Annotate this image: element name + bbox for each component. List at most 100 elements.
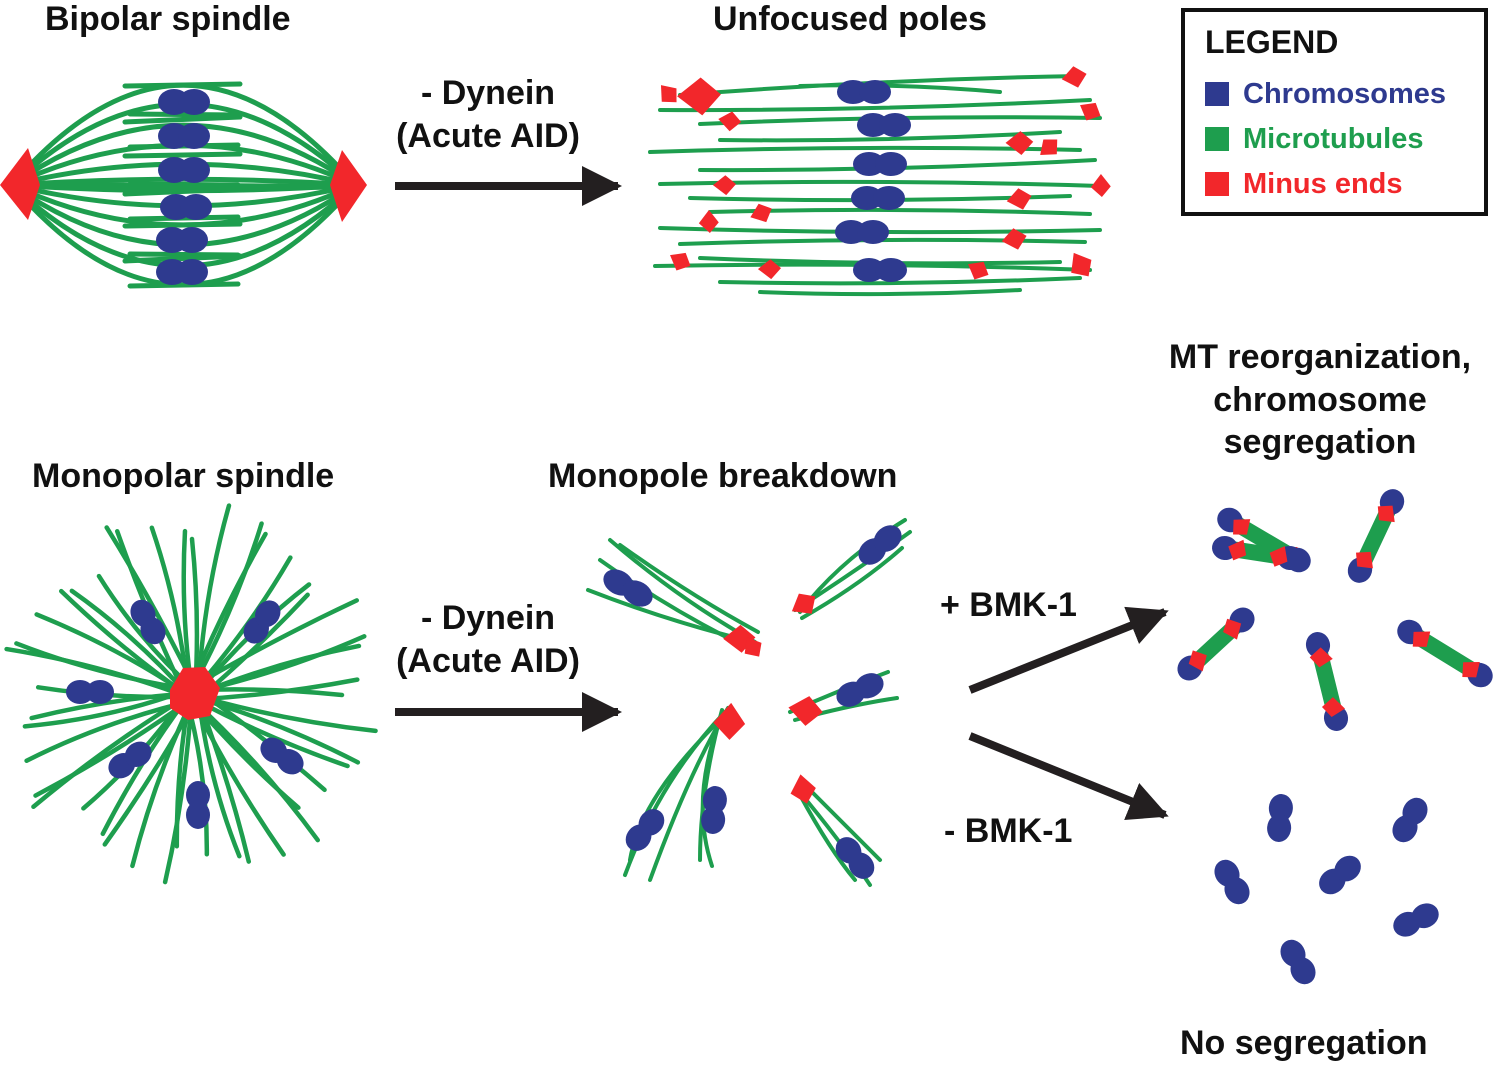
chromosome: [835, 220, 889, 244]
chromatid: [140, 617, 166, 645]
chromosome: [186, 781, 210, 829]
chromosome: [1393, 903, 1439, 937]
chromosome: [1267, 794, 1293, 842]
chromatid: [854, 673, 884, 699]
minus-end-fragment: [1006, 188, 1032, 210]
chromosome: [1392, 797, 1428, 843]
chromatid: [851, 186, 883, 210]
minus-end-fragment: [1412, 631, 1431, 647]
minus-end: [1223, 618, 1242, 640]
minus-end-fragment: [790, 774, 816, 804]
microtubule: [586, 588, 747, 642]
chromatid: [853, 152, 885, 176]
minus-end-fragment: [1061, 66, 1087, 88]
chromosome: [158, 89, 210, 115]
chromosome: [158, 123, 210, 149]
minus-end: [660, 85, 677, 103]
chromosome: [836, 673, 884, 707]
chromosome: [853, 258, 907, 282]
legend-label-minus-ends: Minus ends: [1243, 167, 1403, 200]
monopolar-spindle-illustration: [4, 503, 378, 885]
minus-end-fragment: [757, 259, 782, 280]
bottom-arrow-label-line-1: - Dynein: [420, 599, 556, 637]
minus-end-fragment: [1040, 139, 1058, 156]
minus-end-fragment: [968, 261, 989, 280]
microtubule-swatch: [1205, 127, 1229, 151]
chromatid: [848, 852, 875, 879]
unfocused-poles-title: Unfocused poles: [713, 0, 987, 38]
chromatid: [1402, 797, 1428, 825]
chromosome: [108, 741, 152, 779]
microtubule: [798, 793, 857, 882]
mt-reorganization-title-line-1: MT reorganization,: [1168, 338, 1472, 376]
minus-end: [677, 77, 721, 116]
minus-end-fragment: [1321, 697, 1346, 718]
unfocused-poles-illustration: [648, 66, 1111, 297]
legend-box: LEGEND Chromosomes Microtubules Minus en…: [1181, 8, 1488, 216]
legend-label-microtubules: Microtubules: [1243, 122, 1424, 155]
chromosome: [858, 525, 902, 565]
chromatid: [873, 186, 905, 210]
legend-item-chromosomes: Chromosomes: [1205, 76, 1446, 112]
minus-end-fragment: [660, 85, 677, 103]
minus-end: [790, 774, 816, 804]
microtubule: [658, 98, 1092, 113]
bottom-arrow-label: - Dynein (Acute AID): [388, 597, 588, 682]
monopole-breakdown-illustration: [586, 518, 912, 887]
microtubule: [718, 130, 1062, 143]
mt-reorganization-title-line-3: segregation: [1223, 423, 1417, 461]
plus-bmk1-label: + BMK-1: [940, 586, 1077, 624]
chromatid: [837, 80, 869, 104]
legend-label-chromosomes: Chromosomes: [1243, 77, 1447, 110]
minus-end: [788, 696, 823, 726]
minus-end: [1090, 173, 1111, 198]
chromatid: [124, 741, 152, 767]
minus-end: [1356, 551, 1373, 569]
microtubule: [803, 783, 882, 862]
chromosome: [158, 157, 210, 183]
minus-end: [713, 702, 746, 740]
chromatid: [180, 194, 212, 220]
chromatid: [86, 680, 114, 704]
minus-end: [1188, 650, 1207, 672]
minus-end-fragment: [1356, 551, 1373, 569]
minus-end-fragment: [791, 593, 816, 614]
no-segregation-title: No segregation: [1180, 1024, 1428, 1062]
minus-end-fragment: [1233, 519, 1251, 535]
legend-title: LEGEND: [1205, 24, 1339, 60]
microtubule: [122, 151, 243, 159]
plus-bmk1-arrow: [968, 606, 1169, 694]
chromatid: [255, 600, 281, 628]
minus-end: [1377, 505, 1395, 523]
chromosome: [835, 837, 875, 879]
minus-end: [1309, 647, 1333, 668]
minus-end-fragment: [750, 203, 772, 223]
chromosome: [1280, 939, 1316, 985]
microtubule: [618, 543, 760, 634]
minus-end: [670, 252, 691, 271]
minus-end: [1462, 661, 1480, 678]
chromosome: [853, 152, 907, 176]
chromatid: [873, 525, 902, 552]
minus-end: [1005, 131, 1034, 155]
minus-end: [698, 209, 719, 234]
microtubule: [127, 111, 241, 118]
chromatid: [701, 805, 726, 834]
mt-reorganization-illustration: [1177, 489, 1493, 731]
chromatid: [1334, 855, 1361, 882]
minus-end: [744, 637, 762, 657]
chromosome: [160, 194, 212, 220]
minus-end-fragment: [1080, 102, 1101, 121]
minus-end: [718, 111, 742, 132]
chromosome: [66, 680, 114, 704]
minus-end: [1233, 519, 1251, 535]
minus-end: [1001, 228, 1027, 250]
minus-end: [750, 203, 772, 223]
chromatid: [1267, 813, 1292, 842]
spindle-pole: [0, 148, 40, 220]
microtubule: [9, 182, 358, 190]
minus-bmk1-arrow: [968, 732, 1169, 821]
chromatid: [66, 680, 94, 704]
minus-end: [1040, 139, 1058, 156]
microtubule: [798, 83, 1002, 94]
